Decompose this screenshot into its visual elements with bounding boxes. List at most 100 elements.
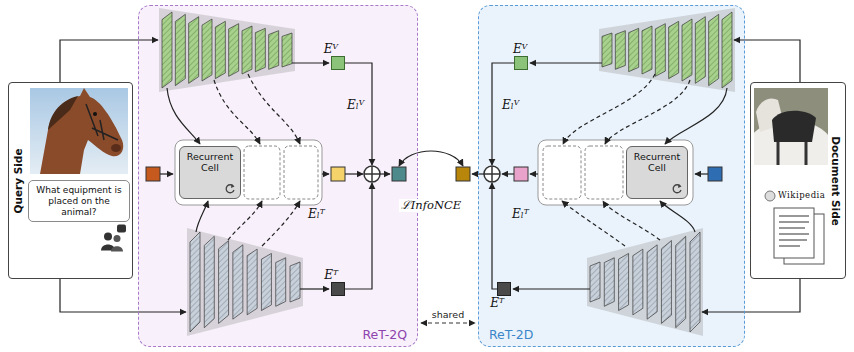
encoder-layer <box>647 245 657 319</box>
drawing-part <box>196 201 208 232</box>
layer-embedding-label: Eₗᵀ <box>308 208 325 221</box>
embedding-square: Eᵀ <box>497 282 511 296</box>
drawing-part <box>146 167 160 181</box>
drawing-part <box>695 173 708 174</box>
drawing-part <box>399 151 463 166</box>
document-icons <box>765 191 824 264</box>
side-title: Query Side <box>12 148 24 213</box>
horse-photo <box>30 88 128 174</box>
encoder-layer <box>233 245 243 319</box>
drawing-part <box>160 173 173 174</box>
drawing-part <box>779 216 809 246</box>
embedding-label: Eᵀ <box>490 297 504 309</box>
encoder-layer <box>661 241 671 324</box>
encoder-layer <box>247 249 257 315</box>
encoder-layer <box>690 232 700 332</box>
encoder-layer <box>276 258 286 307</box>
drawing-part <box>502 173 514 174</box>
drawing-part <box>93 112 97 116</box>
model-region: ReT-2DRecurrent CellEⱽEᵀ <box>478 5 745 347</box>
drawing-part <box>456 167 470 181</box>
drawing-part <box>322 173 329 174</box>
drawing-part <box>530 173 538 174</box>
sum-symbol <box>364 166 500 182</box>
drawing-part <box>538 140 693 205</box>
recurrent-cell: Recurrent Cell <box>626 146 688 199</box>
encoder-layer <box>682 19 692 81</box>
drawing-part <box>331 167 345 181</box>
drawing-part <box>262 201 300 246</box>
drawing-part <box>60 40 158 82</box>
encoder-backdrop <box>587 228 703 336</box>
node-text: Recurrent Cell <box>182 152 238 174</box>
drawing-part <box>562 201 625 246</box>
shared-connector <box>421 322 475 323</box>
drawing-part <box>605 80 690 144</box>
loss-label: ℒInfoNCE <box>399 199 463 212</box>
source-wordmark: Wikipedia <box>778 191 825 200</box>
encoder-backdrop <box>187 228 303 336</box>
side-title: Document Side <box>830 136 842 226</box>
drawing-part <box>563 74 655 144</box>
drawing-part <box>40 88 123 174</box>
encoder-layer <box>242 26 252 74</box>
drawing-part <box>765 191 775 201</box>
encoder-layer <box>261 253 271 310</box>
layer-embedding-label: Eₗⱽ <box>347 99 364 112</box>
drawing-part <box>248 74 300 144</box>
drawing-part <box>660 201 695 232</box>
loop-icon <box>224 183 236 195</box>
loop-icon <box>671 183 683 195</box>
drawing-part <box>30 88 128 174</box>
drawing-part <box>543 146 581 199</box>
region-ground <box>478 5 745 347</box>
drawing-part <box>665 88 727 144</box>
encoder-layer <box>615 31 625 70</box>
drawing-part <box>86 104 118 140</box>
user-icon <box>101 224 126 251</box>
region-ground <box>138 5 418 347</box>
side-panel: Document Side <box>750 82 846 279</box>
drawing-part <box>708 167 722 181</box>
encoder-layer <box>629 28 639 71</box>
loop-arc <box>226 185 234 193</box>
node-text: What equipment is placed on the animal? <box>34 185 124 217</box>
drawing-part <box>345 173 363 174</box>
node-text: Recurrent Cell <box>629 152 685 174</box>
drawing-part <box>585 146 623 199</box>
drawing-part <box>60 279 186 312</box>
encoder-layer <box>189 17 199 84</box>
drawing-part <box>392 167 406 181</box>
drawing-part <box>530 62 602 63</box>
encoder-layer <box>202 19 212 81</box>
embedding-label: Eᵀ <box>324 269 338 281</box>
drawing-part <box>175 140 322 205</box>
encoder-layer <box>695 17 705 84</box>
drawing-part <box>702 279 800 312</box>
encoder-layer <box>229 24 239 77</box>
encoder-layer <box>175 14 185 85</box>
drawing-part <box>778 142 806 165</box>
drawing-part <box>111 246 123 251</box>
drawing-part <box>244 146 280 199</box>
loop-head <box>678 184 682 188</box>
encoder-layer <box>269 31 279 70</box>
drawing-part <box>228 201 262 240</box>
encoder-layer <box>676 236 686 327</box>
drawing-part <box>514 167 528 181</box>
embedding-square: Eᵀ <box>331 282 345 296</box>
drawing-part <box>364 166 380 182</box>
drawing-part <box>104 232 112 240</box>
encoder-layer <box>290 262 300 302</box>
embedding-square: Eⱽ <box>331 56 345 70</box>
drawing-part <box>380 173 390 174</box>
encoder-layer <box>669 21 679 78</box>
recurrent-cell: Recurrent Cell <box>179 146 241 199</box>
encoder-layer <box>604 258 614 307</box>
encoder-layer <box>162 12 172 88</box>
encoder-layer <box>282 33 292 67</box>
edge-label: shared <box>432 309 464 320</box>
